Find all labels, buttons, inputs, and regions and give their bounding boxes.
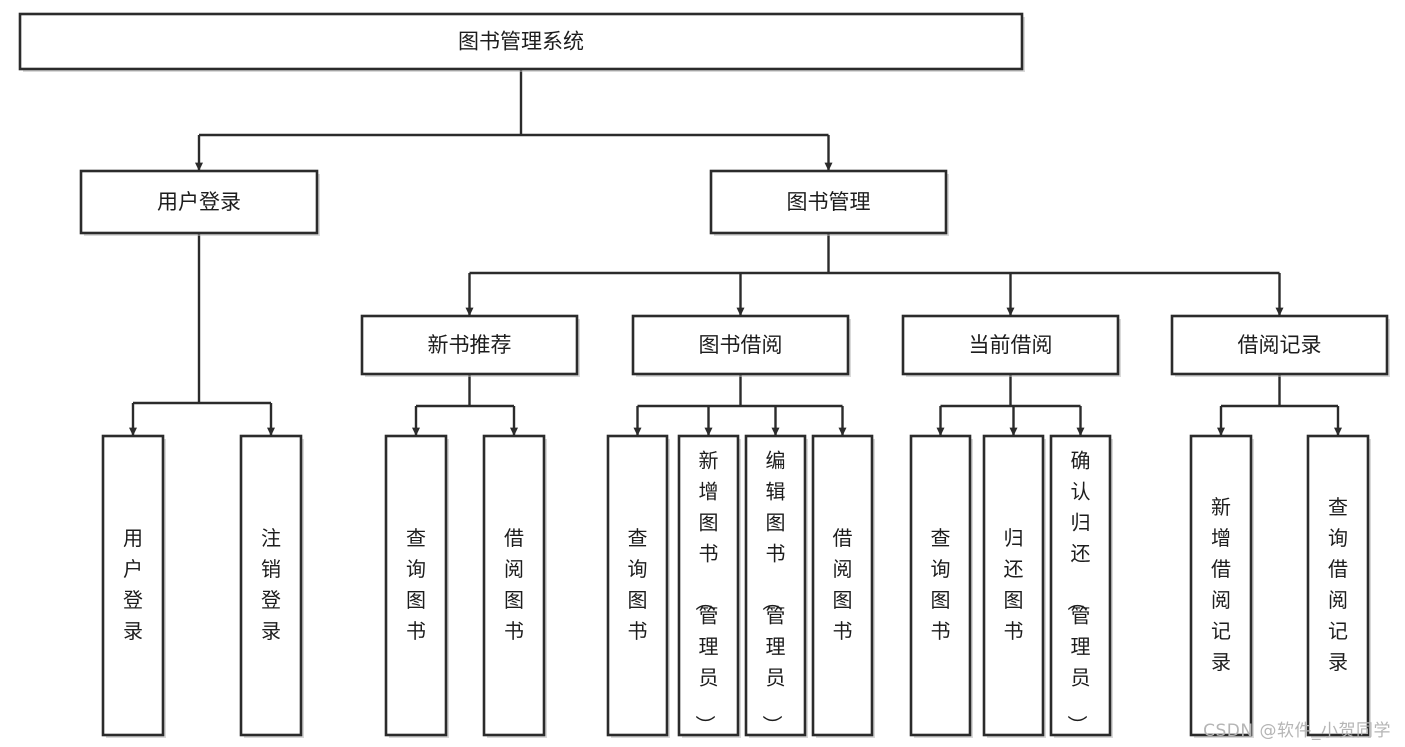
node-label: 图书管理 xyxy=(787,190,871,214)
node-leaf-cur-confirm[interactable]: 确认归还（管理员） xyxy=(1049,434,1113,738)
node-current[interactable]: 当前借阅 xyxy=(901,314,1121,377)
node-leaf-bk-add[interactable]: 新增图书（管理员） xyxy=(677,434,741,738)
node-box[interactable] xyxy=(18,12,1024,71)
node-label: 用户登录 xyxy=(123,526,143,643)
connector-layer xyxy=(129,69,1342,436)
node-label: 图书管理系统 xyxy=(458,30,584,54)
node-box[interactable] xyxy=(811,434,874,737)
node-box[interactable] xyxy=(360,314,579,376)
node-box[interactable] xyxy=(1049,434,1112,737)
node-root[interactable]: 图书管理系统 xyxy=(18,12,1025,72)
node-label: 编辑图书（管理员） xyxy=(761,448,786,735)
node-leaf-bk-borrow[interactable]: 借阅图书 xyxy=(811,434,875,738)
node-leaf-user-login[interactable]: 用户登录 xyxy=(101,434,166,738)
node-label: 当前借阅 xyxy=(969,333,1053,357)
node-box[interactable] xyxy=(1306,434,1370,737)
node-box[interactable] xyxy=(677,434,740,737)
csdn-watermark: CSDN @软件_小贺同学 xyxy=(1203,721,1391,741)
node-label: 新书推荐 xyxy=(428,333,512,357)
node-label: 新增图书（管理员） xyxy=(694,448,719,735)
node-box[interactable] xyxy=(631,314,850,376)
node-box[interactable] xyxy=(909,434,972,737)
node-leaf-rec-query[interactable]: 查询借阅记录 xyxy=(1306,434,1371,738)
node-label: 借阅图书 xyxy=(833,526,853,643)
node-leaf-rec-add[interactable]: 新增借阅记录 xyxy=(1189,434,1254,738)
node-label: 新增借阅记录 xyxy=(1211,495,1231,674)
node-box[interactable] xyxy=(982,434,1045,737)
node-leaf-user-logout[interactable]: 注销登录 xyxy=(239,434,304,738)
node-leaf-bk-query[interactable]: 查询图书 xyxy=(606,434,670,738)
node-label: 确认归还（管理员） xyxy=(1066,448,1091,735)
node-label: 归还图书 xyxy=(1004,526,1024,643)
node-borrow[interactable]: 图书借阅 xyxy=(631,314,851,377)
node-login[interactable]: 用户登录 xyxy=(79,169,320,236)
node-label: 查询图书 xyxy=(406,526,426,643)
node-label: 图书借阅 xyxy=(699,333,783,357)
node-newbook[interactable]: 新书推荐 xyxy=(360,314,580,377)
node-bookmgmt[interactable]: 图书管理 xyxy=(709,169,949,236)
node-box[interactable] xyxy=(384,434,448,737)
node-box[interactable] xyxy=(901,314,1120,376)
node-label: 查询借阅记录 xyxy=(1328,495,1348,674)
node-box[interactable] xyxy=(482,434,546,737)
node-label: 注销登录 xyxy=(261,526,281,643)
node-box[interactable] xyxy=(101,434,165,737)
node-box[interactable] xyxy=(606,434,669,737)
node-leaf-cur-query[interactable]: 查询图书 xyxy=(909,434,973,738)
node-box[interactable] xyxy=(1189,434,1253,737)
node-box[interactable] xyxy=(79,169,319,235)
node-label: 用户登录 xyxy=(157,190,241,214)
node-leaf-bk-edit[interactable]: 编辑图书（管理员） xyxy=(744,434,808,738)
node-layer: 图书管理系统用户登录图书管理新书推荐图书借阅当前借阅借阅记录用户登录注销登录查询… xyxy=(18,12,1390,738)
node-label: 借阅图书 xyxy=(504,526,524,643)
node-label: 借阅记录 xyxy=(1238,333,1322,357)
node-leaf-nb-query[interactable]: 查询图书 xyxy=(384,434,449,738)
node-box[interactable] xyxy=(1170,314,1389,376)
node-box[interactable] xyxy=(744,434,807,737)
node-label: 查询图书 xyxy=(931,526,951,643)
node-records[interactable]: 借阅记录 xyxy=(1170,314,1390,377)
node-leaf-cur-return[interactable]: 归还图书 xyxy=(982,434,1046,738)
node-box[interactable] xyxy=(239,434,303,737)
node-leaf-nb-borrow[interactable]: 借阅图书 xyxy=(482,434,547,738)
node-box[interactable] xyxy=(709,169,948,235)
node-label: 查询图书 xyxy=(628,526,648,643)
